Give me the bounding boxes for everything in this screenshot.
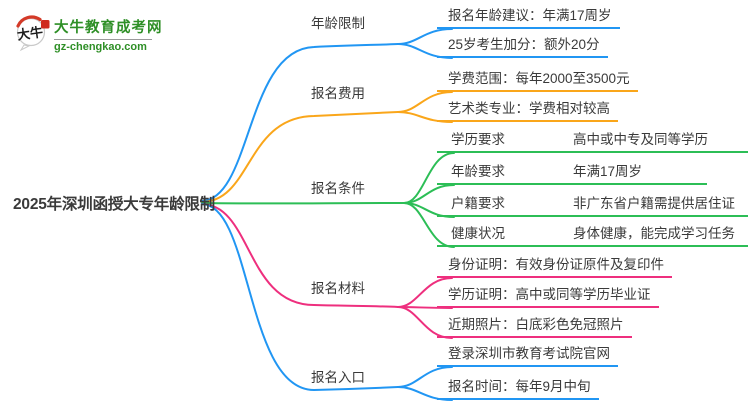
branch-label-fees: 报名费用	[311, 86, 365, 101]
leaf-key: 健康状况	[451, 226, 505, 241]
branch-curve-materials	[201, 203, 399, 308]
central-topic: 2025年深圳函授大专年龄限制	[13, 196, 215, 213]
leaf-row: 学历要求 高中或中专及同等学历	[437, 129, 748, 153]
branch-curve-fees	[201, 111, 399, 203]
leaf-node: 学费范围：每年2000至3500元	[437, 68, 638, 92]
logo-divider	[54, 39, 152, 40]
logo-bubble-icon: 大牛	[16, 15, 50, 52]
leaf-node: 25岁考生加分：额外20分	[437, 34, 608, 58]
leaf-node: 报名年龄建议：年满17周岁	[437, 5, 620, 29]
branch-label-age-limit: 年龄限制	[311, 16, 365, 31]
site-name: 大牛教育成考网	[54, 20, 163, 36]
branch-curve-entrance	[201, 203, 399, 392]
leaf-node: 学历证明：高中或同等学历毕业证	[437, 284, 659, 308]
leaf-value: 非广东省户籍需提供居住证	[573, 196, 735, 211]
svg-text:大牛: 大牛	[16, 24, 44, 42]
leaf-key: 学历要求	[451, 132, 505, 147]
leaf-node: 身份证明：有效身份证原件及复印件	[437, 254, 672, 278]
leaf-row: 年龄要求 年满17周岁	[437, 161, 707, 185]
seal-icon	[41, 20, 50, 29]
leaf-value: 身体健康，能完成学习任务	[573, 226, 735, 241]
leaf-value: 年满17周岁	[573, 164, 643, 179]
leaf-row: 户籍要求 非广东省户籍需提供居住证	[437, 193, 748, 217]
branch-label-conditions: 报名条件	[311, 181, 365, 196]
leaf-node: 登录深圳市教育考试院官网	[437, 343, 618, 367]
leaf-node: 艺术类专业：学费相对较高	[437, 98, 618, 122]
site-url: gz-chengkao.com	[54, 41, 147, 53]
site-logo[interactable]: 大牛 大牛教育成考网 gz-chengkao.com	[12, 12, 163, 53]
leaf-row: 健康状况 身体健康，能完成学习任务	[437, 223, 748, 247]
leaf-key: 户籍要求	[451, 196, 505, 211]
branch-label-materials: 报名材料	[311, 281, 365, 296]
leaf-value: 高中或中专及同等学历	[573, 132, 708, 147]
leaf-key: 年龄要求	[451, 164, 505, 179]
branch-curve-age-limit	[201, 43, 399, 202]
leaf-node: 近期照片：白底彩色免冠照片	[437, 314, 632, 338]
leaf-node: 报名时间：每年9月中旬	[437, 376, 599, 400]
branch-label-entrance: 报名入口	[311, 370, 365, 385]
